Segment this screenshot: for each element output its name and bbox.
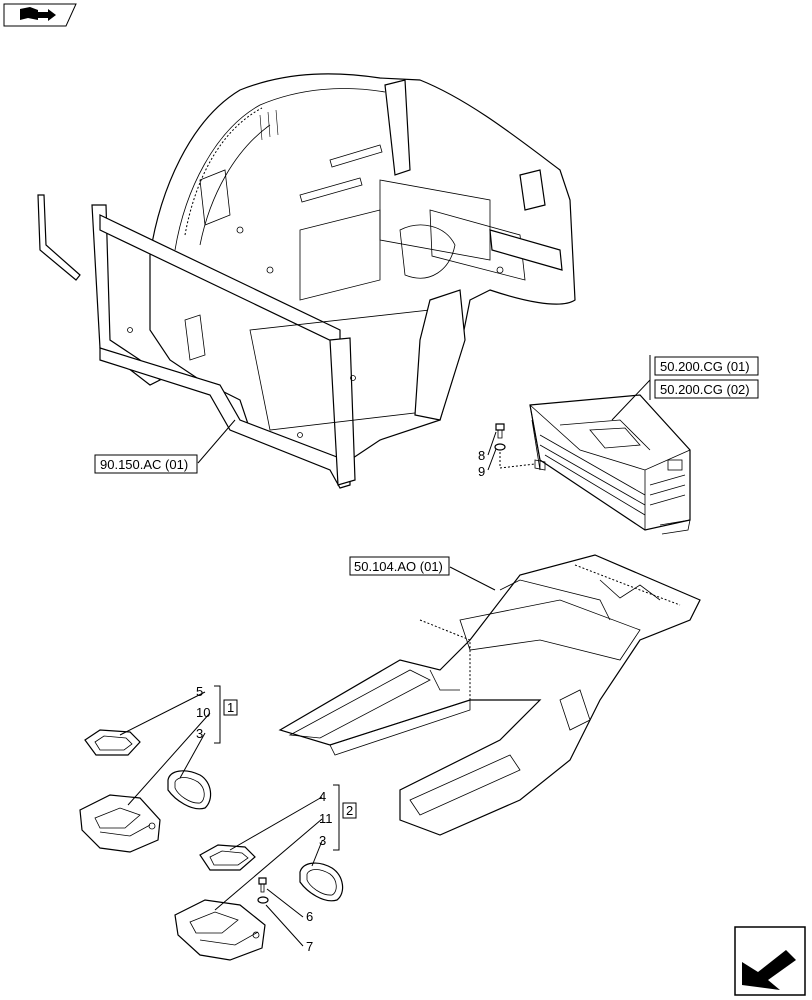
battery-box-drawing — [529, 394, 691, 535]
callout-3b: 3 — [319, 833, 326, 848]
svg-text:2: 2 — [346, 803, 353, 818]
callout-9: 9 — [478, 464, 485, 479]
screw-6 — [258, 877, 267, 893]
floor-duct-ref-label: 50.104.AO (01) — [354, 559, 443, 574]
battery-ref-a[interactable]: 50.200.CG (01) — [654, 356, 759, 376]
seal-3a — [167, 770, 212, 810]
cab-frame-ref[interactable]: 90.150.AC (01) — [94, 454, 198, 474]
cab-frame-drawing — [37, 73, 576, 489]
gasket-5 — [84, 729, 141, 756]
callout-8: 8 — [478, 448, 485, 463]
vent-10 — [79, 794, 161, 853]
group-1-label: 1 — [223, 699, 238, 716]
callout-5: 5 — [196, 684, 203, 699]
bolt-8 — [495, 423, 505, 439]
floor-duct-ref[interactable]: 50.104.AO (01) — [349, 556, 450, 576]
callout-11: 11 — [319, 811, 333, 826]
cab-frame-ref-label: 90.150.AC (01) — [100, 457, 188, 472]
callout-10: 10 — [196, 705, 210, 720]
callout-6: 6 — [306, 909, 313, 924]
washer-9 — [494, 443, 506, 451]
battery-ref-a-label: 50.200.CG (01) — [660, 359, 750, 374]
washer-7 — [257, 896, 269, 904]
floor-duct-drawing — [278, 554, 701, 836]
seal-3b — [299, 862, 344, 902]
callout-7: 7 — [306, 939, 313, 954]
group-2-label: 2 — [342, 802, 357, 819]
battery-ref-b[interactable]: 50.200.CG (02) — [654, 379, 759, 399]
svg-text:1: 1 — [227, 700, 234, 715]
book-with-arrow-icon[interactable] — [3, 3, 77, 27]
vent-11 — [174, 899, 266, 961]
next-page-arrow-icon[interactable] — [734, 926, 806, 996]
battery-ref-b-label: 50.200.CG (02) — [660, 382, 750, 397]
gasket-4 — [199, 844, 256, 871]
callout-3a: 3 — [196, 726, 203, 741]
callout-4: 4 — [319, 789, 326, 804]
